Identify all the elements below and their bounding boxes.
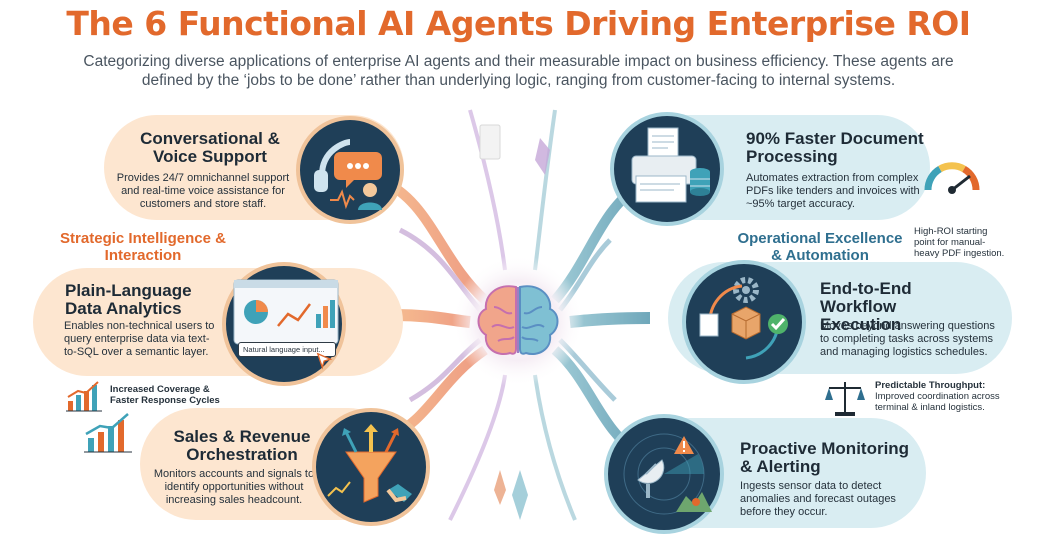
section-label-left: Strategic Intelligence & Interaction [60,230,226,264]
workflow-body: Moves beyond answering questions to comp… [820,320,995,358]
document-heading: 90% Faster Document Processing [746,129,924,166]
funnel-icon [327,424,412,503]
monitoring-heading: Proactive Monitoring & Alerting [740,439,910,476]
cursor-icon [316,352,333,370]
coverage-note: Increased Coverage & Faster Response Cyc… [110,384,220,406]
section-label-right: Operational Excellence & Automation [737,230,903,264]
workflow-heading: End-to-End Workflow Execution [820,279,912,334]
roi-note: High-ROI starting point for manual-heavy… [914,226,1005,259]
analytics-icon-disc: Natural language input... [222,262,346,386]
brain-icon [477,285,559,355]
page-title: The 6 Functional AI Agents Driving Enter… [66,4,971,43]
conversational-body: Provides 24/7 omnichannel support and re… [116,172,290,210]
conversational-heading: Conversational & Voice Support [140,129,280,166]
dashboard-icon [233,279,339,345]
headset-icon [314,139,382,210]
warning-icon [674,436,694,454]
throughput-note-title: Predictable Throughput: [875,380,986,391]
database-icon [690,168,710,196]
document-icon-disc [610,112,724,226]
printer-icon [631,127,710,203]
sales-icon-disc [312,408,430,526]
growth-chart-icon [66,381,102,412]
person-icon [363,183,377,197]
throughput-note-body: Improved coordination across terminal & … [875,391,1000,413]
workflow-icon-disc [682,260,806,384]
analytics-heading: Plain-Language Data Analytics [65,281,192,318]
gauge-icon [924,162,980,194]
chat-icon [334,152,382,188]
throughput-note: Predictable Throughput: Improved coordin… [875,380,1025,413]
box-icon [731,306,761,340]
document-body: Automates extraction from complex PDFs l… [746,172,920,210]
monitoring-body: Ingests sensor data to detect anomalies … [740,480,896,518]
growth-chart-icon [84,413,132,453]
page-subtitle: Categorizing diverse applications of ent… [83,53,954,89]
satellite-dish-icon [623,433,712,515]
sales-heading: Sales & Revenue Orchestration [173,427,311,464]
conversational-icon-disc [296,116,404,224]
handshake-icon [386,484,412,503]
analytics-body: Enables non-technical users to query ent… [64,320,215,358]
natural-language-input-mock: Natural language input... [238,342,336,357]
gear-icon [699,277,788,360]
scale-icon [825,382,865,416]
sales-body: Monitors accounts and signals to identif… [153,468,315,506]
monitoring-icon-disc [604,414,724,534]
